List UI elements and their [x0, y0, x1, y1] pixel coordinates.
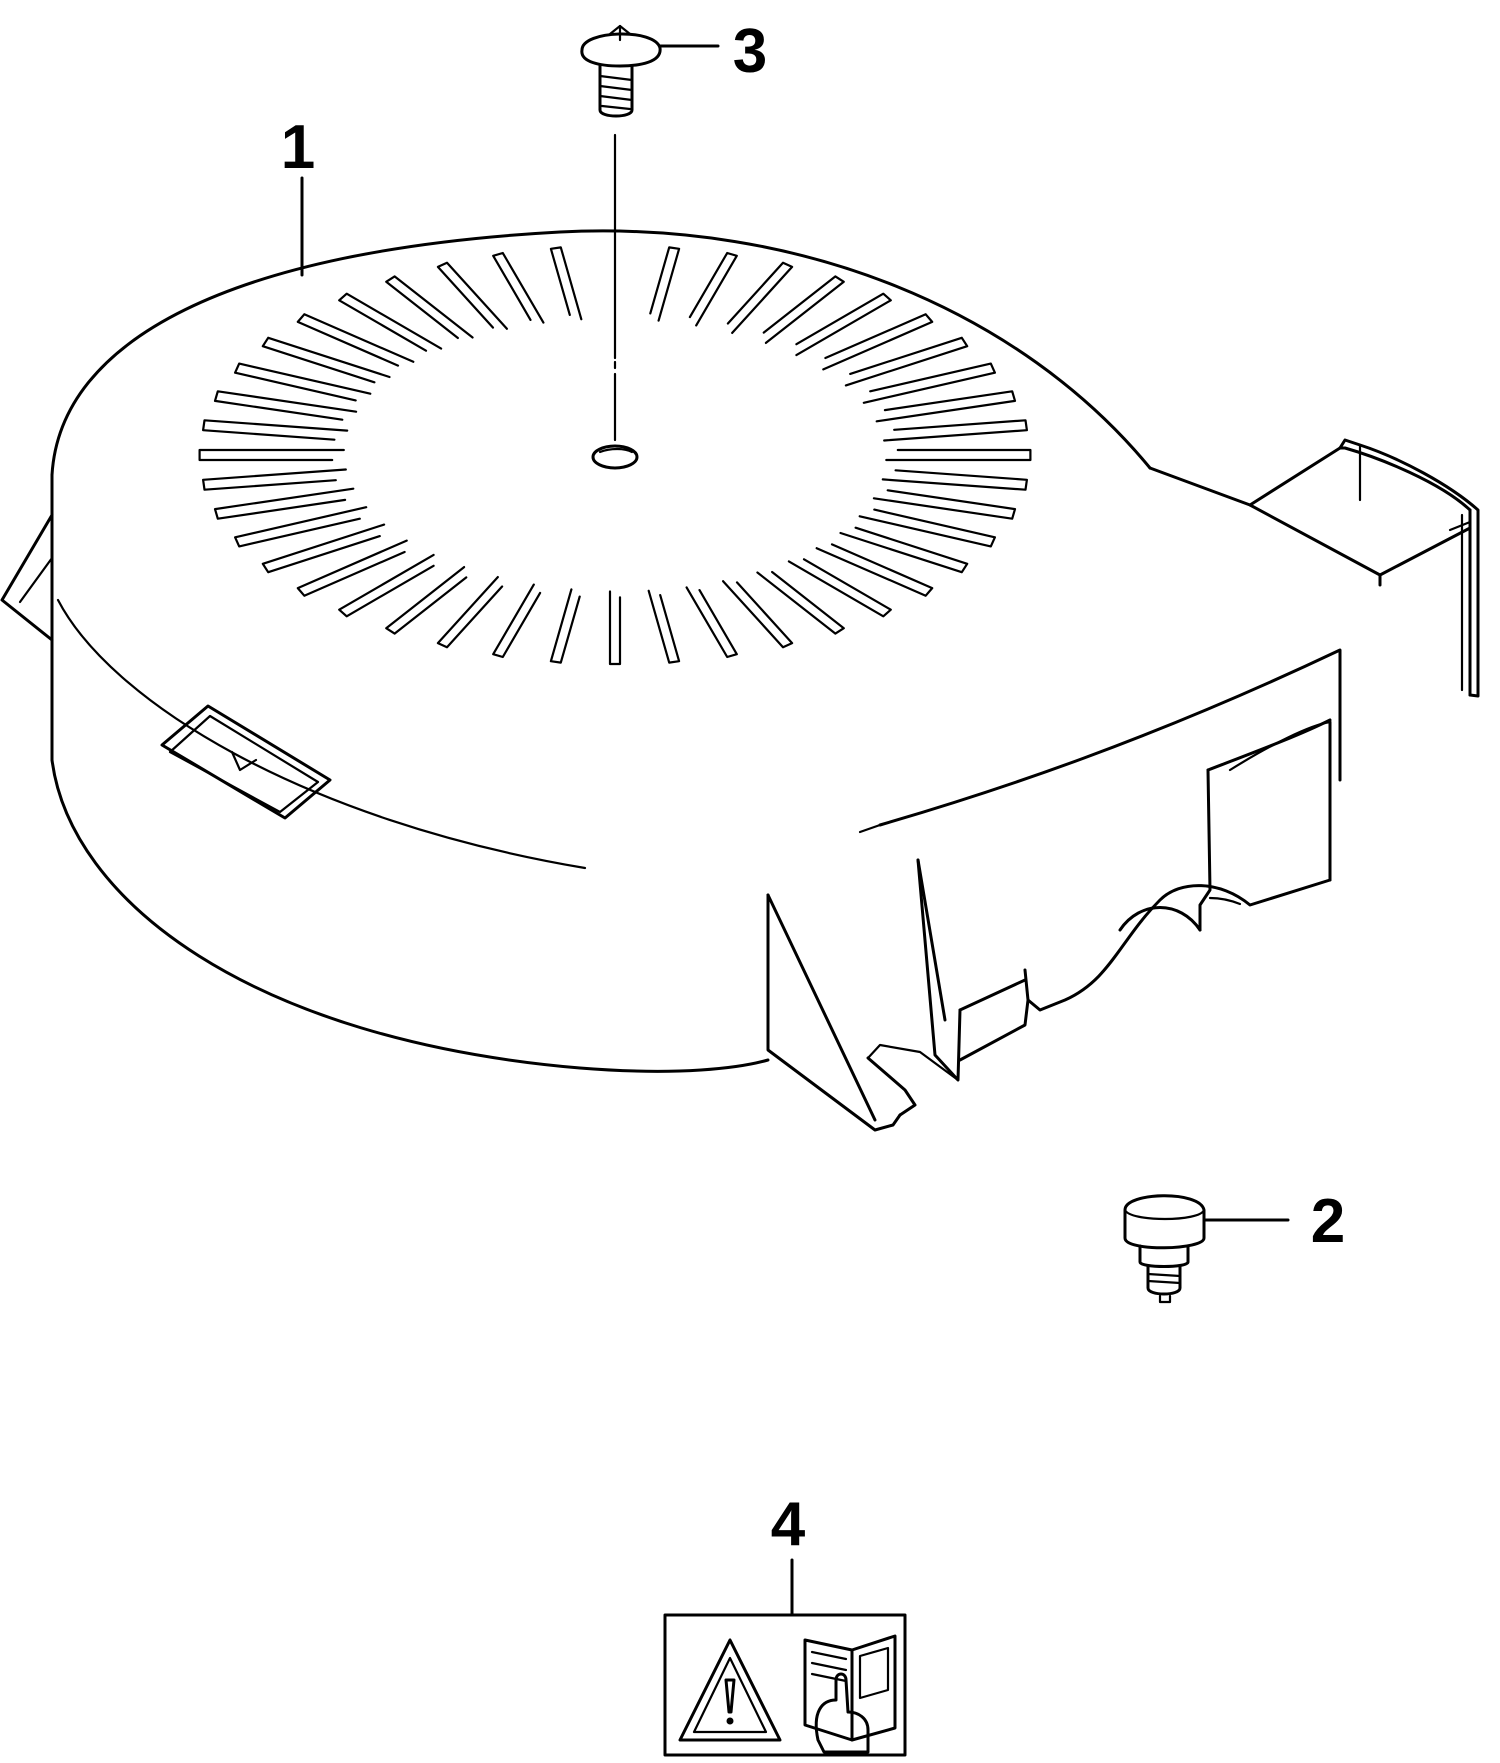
- vent-slot: [202, 419, 349, 441]
- vent-slot: [338, 292, 443, 352]
- vent-slot: [875, 390, 1017, 423]
- callout-2[interactable]: 2: [1311, 1187, 1345, 1256]
- vent-slot: [881, 469, 1028, 491]
- vent-slot: [647, 589, 681, 664]
- vent-slot: [685, 586, 738, 659]
- warning-decal[interactable]: [663, 1558, 907, 1757]
- vent-slot: [795, 292, 892, 357]
- vent-slot: [839, 526, 969, 574]
- blower-housing[interactable]: [0, 229, 1480, 1132]
- vent-slot: [296, 539, 408, 597]
- vent-slot: [815, 543, 934, 597]
- vent-slot: [822, 313, 934, 371]
- vent-slot: [338, 553, 435, 618]
- vent-slot: [858, 508, 996, 548]
- vent-slot: [234, 506, 368, 548]
- read-manual-icon: [803, 1634, 897, 1754]
- warning-triangle-icon: [678, 1638, 782, 1742]
- callout-3[interactable]: 3: [733, 17, 767, 86]
- vent-slot: [213, 390, 358, 421]
- vent-slot: [608, 590, 622, 666]
- vent-slot: [787, 558, 892, 618]
- vent-slot: [722, 580, 794, 649]
- vent-slot: [762, 275, 845, 344]
- vent-slot: [385, 566, 468, 635]
- vent-slot: [844, 336, 969, 387]
- vent-slot: [862, 362, 996, 404]
- vent-slot: [549, 246, 583, 321]
- screw[interactable]: [580, 24, 720, 442]
- vent-slot: [436, 576, 504, 649]
- callout-4[interactable]: 4: [771, 1490, 806, 1559]
- vent-slots: [198, 246, 1032, 666]
- vent-slot: [649, 246, 681, 322]
- vent-slot: [883, 419, 1028, 442]
- vent-slot: [296, 313, 415, 367]
- vent-slot: [872, 489, 1017, 520]
- callout-1[interactable]: 1: [281, 113, 315, 182]
- vent-slot: [436, 261, 508, 330]
- vent-slot: [198, 448, 345, 462]
- vent-slot: [756, 570, 845, 635]
- screw-hole: [591, 444, 639, 470]
- vent-slot: [492, 251, 545, 324]
- vent-slot: [202, 468, 347, 491]
- vent-slot: [385, 275, 474, 340]
- vent-slot: [688, 251, 738, 327]
- vent-slot: [234, 362, 372, 402]
- vent-slot: [261, 336, 391, 384]
- vent-slot: [261, 523, 386, 574]
- vent-slot: [492, 583, 542, 659]
- vent-slot: [213, 487, 355, 520]
- vent-slot: [726, 261, 794, 334]
- vent-slot: [885, 448, 1032, 462]
- vent-slot: [549, 588, 581, 664]
- plug[interactable]: [1123, 1194, 1290, 1304]
